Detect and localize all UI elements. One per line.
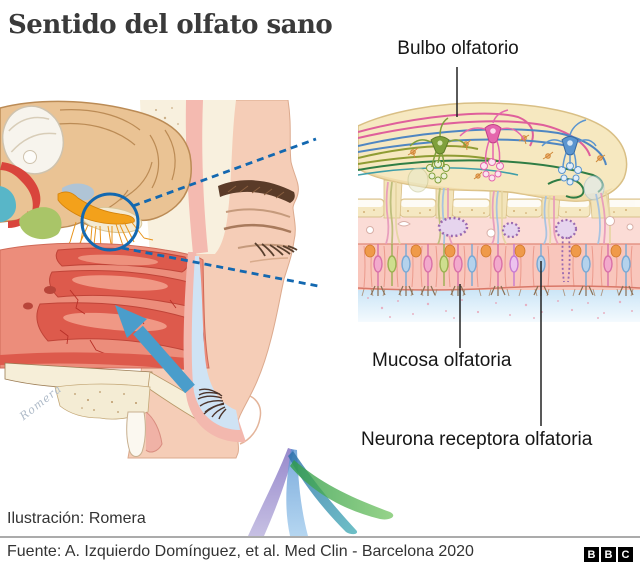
- mitral-cell-pink: [459, 109, 525, 182]
- bowman-glands: [437, 216, 578, 283]
- page-title: Sentido del olfato sano: [8, 10, 333, 40]
- mitral-cell-olive: [409, 117, 467, 184]
- cribriform-plate: [358, 198, 640, 218]
- swoosh-green: [290, 460, 394, 520]
- label-bulbo-olfatorio: Bulbo olfatorio: [397, 38, 519, 59]
- airflow-arrow-shaft: [133, 325, 195, 394]
- bbc-logo: B B C: [584, 547, 633, 562]
- eyelid-crease: [225, 208, 291, 218]
- odor-molecules: [367, 297, 633, 319]
- ghost-cell: [407, 167, 429, 193]
- bbc-logo-block: B: [601, 547, 616, 562]
- decorative-swoosh: [248, 448, 394, 536]
- mitral-cell-blue: [541, 119, 597, 186]
- source-line: Fuente: A. Izquierdo Domínguez, et al. M…: [7, 543, 474, 560]
- label-mucosa-olfatoria: Mucosa olfatoria: [372, 350, 512, 371]
- olfactory-bulb-diagram: [358, 102, 640, 322]
- axon-bundles: [385, 181, 611, 245]
- gum: [145, 411, 163, 453]
- maxilla-speckles: [74, 391, 137, 413]
- lamina-vessels: [366, 216, 634, 238]
- bbc-logo-block: B: [584, 547, 599, 562]
- cerebellum-detail: [23, 150, 37, 164]
- magnifier-circle: [80, 192, 140, 252]
- label-neurona-receptora: Neurona receptora olfatoria: [361, 429, 593, 450]
- brainstem-red: [0, 162, 41, 218]
- bbc-logo-block: C: [618, 547, 633, 562]
- olfactory-bulb-orange: [57, 191, 135, 225]
- footer-divider: [0, 536, 640, 538]
- orange-interneurons: [407, 134, 606, 180]
- illustration-credit: Ilustración: Romera: [7, 510, 146, 527]
- eyelid: [223, 223, 292, 234]
- airflow-arrow-head: [115, 305, 147, 338]
- green-structure: [19, 207, 62, 240]
- airway-channel: [191, 256, 240, 430]
- cerebellum: [1, 105, 65, 175]
- tooth: [126, 411, 146, 457]
- nostril-hairs: [197, 388, 227, 420]
- swoosh-purple: [248, 448, 294, 536]
- teal-structure: [0, 186, 16, 222]
- supporting-cells: [364, 244, 622, 258]
- epithelium-cells: [363, 245, 633, 288]
- swoosh-blue: [286, 449, 308, 536]
- receptor-neurons: [373, 244, 631, 286]
- ghost-cell: [583, 175, 605, 201]
